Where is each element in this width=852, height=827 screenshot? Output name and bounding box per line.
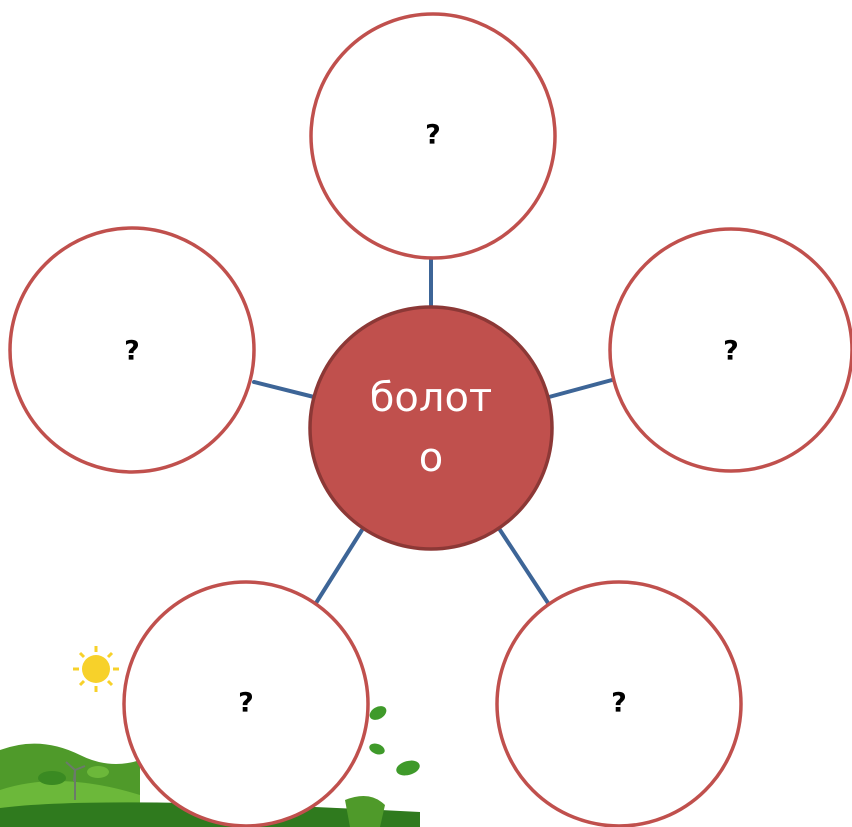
node-right-label: ? (723, 336, 739, 367)
center-node: болот о (308, 305, 554, 551)
wind-turbine-icon (65, 761, 86, 800)
center-label-line-1: болот (370, 375, 492, 421)
node-bottom-left: ? (122, 580, 370, 827)
sun-icon (73, 646, 119, 692)
node-left: ? (8, 226, 256, 474)
connectors (252, 258, 614, 605)
node-top-label: ? (425, 120, 441, 151)
leaf-icon (369, 706, 420, 776)
node-right: ? (608, 227, 852, 473)
center-label-line-2: о (419, 435, 443, 481)
connector-bottom-right (498, 528, 550, 605)
node-top: ? (309, 12, 557, 260)
connector-right (547, 378, 614, 399)
node-bottom-right-label: ? (611, 688, 627, 719)
node-left-label: ? (124, 336, 140, 367)
node-bottom-right: ? (495, 580, 743, 827)
node-bottom-left-label: ? (238, 688, 254, 719)
connector-bottom-left (314, 528, 364, 605)
connector-left (252, 380, 316, 399)
